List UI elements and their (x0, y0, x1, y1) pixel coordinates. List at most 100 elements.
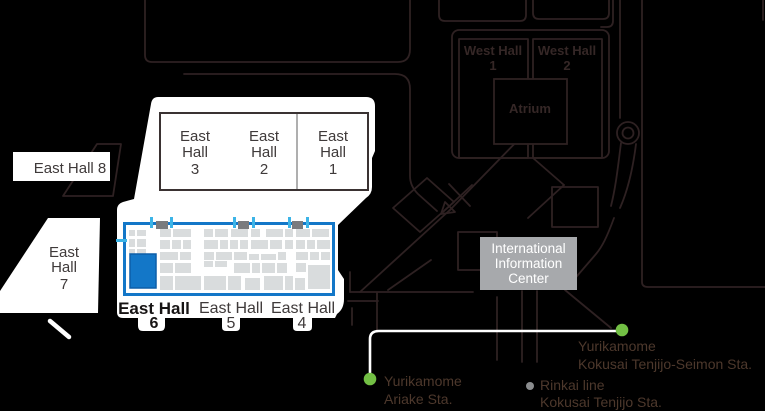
info-center-label: International (491, 241, 565, 256)
east-hall-6-number: 6 (150, 315, 159, 332)
entrance-block (156, 221, 168, 229)
ariake-station-label: Yurikamome (384, 373, 462, 389)
east-hall-5-number: 5 (227, 315, 236, 332)
entrance-block (292, 221, 303, 229)
west-halls-block: West Hall 1 West Hall 2 Atrium (451, 29, 610, 159)
booth (285, 276, 293, 290)
booth (160, 276, 173, 290)
booth (215, 261, 227, 267)
east-hall-7-number: 7 (60, 276, 68, 293)
booth (204, 276, 226, 290)
east-hall-4-number: 4 (298, 315, 307, 332)
roundabout-inner (621, 126, 635, 140)
booth (296, 252, 308, 260)
booth (264, 276, 283, 290)
booth (137, 249, 146, 254)
booth (228, 276, 241, 290)
westblock-v1 (532, 157, 565, 186)
seimon-station-marker (615, 323, 629, 337)
booth (321, 252, 330, 260)
loop-continue (564, 217, 615, 329)
loop-right (619, 143, 637, 209)
booth (137, 239, 146, 247)
east-hall-8: East Hall 8 (13, 152, 110, 181)
mesh-diagonal-2 (387, 259, 432, 291)
booth (234, 252, 247, 260)
rinkai-station-label: Kokusai Tenjijo Sta. (540, 394, 662, 410)
booth (285, 229, 293, 237)
booth (240, 240, 248, 249)
entrance-tick (170, 217, 173, 228)
east-hall-3-number: 3 (191, 161, 199, 178)
roundabout-outer (616, 121, 640, 145)
loop-left (610, 142, 622, 207)
booth (296, 263, 306, 272)
booth (129, 249, 135, 254)
booth (173, 229, 191, 237)
east-hall-8-plate (13, 152, 110, 181)
booth (285, 240, 293, 249)
booth (183, 240, 191, 249)
mesh-x-b (448, 183, 471, 207)
road-mid-left (183, 73, 438, 212)
booth (216, 252, 232, 260)
road-right-edge (641, 0, 765, 288)
booth (308, 265, 330, 289)
east-halls-1-3-outline (159, 112, 369, 191)
mesh-x-a (442, 184, 473, 213)
west-hall-2-number: 2 (563, 58, 570, 73)
road-top-u1 (438, 0, 527, 22)
entrance-tick (288, 217, 291, 228)
booth (160, 229, 171, 237)
east-halls-1-3-box: East Hall 3 East Hall 2 East Hall 1 (159, 112, 369, 191)
east-hall-5-label: East Hall (199, 300, 263, 317)
east-hall-3-label: Hall (182, 144, 208, 161)
road-network (144, 0, 765, 363)
mesh-diagonal-1 (359, 207, 453, 293)
yurikamome-line (363, 323, 629, 390)
booth (230, 240, 238, 249)
booth (137, 230, 146, 236)
entrance-tick (233, 217, 236, 228)
railway-line (368, 329, 624, 380)
booth (204, 229, 213, 237)
booth (261, 254, 276, 260)
booth (317, 240, 330, 249)
floorplan-entrance-ticks (116, 217, 309, 242)
booth (204, 261, 213, 267)
booth (266, 229, 283, 237)
east-hall-1-label: Hall (320, 144, 346, 161)
booth (262, 263, 275, 273)
booth (180, 252, 191, 260)
ariake-station-marker (363, 372, 377, 386)
seimon-station-label: Yurikamome (578, 338, 656, 354)
booth (295, 278, 305, 290)
westblock-diagonal (446, 132, 526, 214)
booth (277, 263, 287, 273)
rinkai-station-label: Rinkai line (540, 377, 605, 393)
booth (307, 240, 315, 249)
booth (296, 240, 305, 249)
west-hall-1-label: West Hall (464, 43, 522, 58)
east-hall-1-label: East (318, 128, 349, 145)
east-hall-2-label: Hall (251, 144, 277, 161)
booth (296, 229, 310, 237)
east-hall-6-label: East Hall (118, 299, 190, 318)
road-613 (600, 0, 614, 28)
booth (270, 240, 282, 249)
ariake-station-label: Ariake Sta. (384, 391, 452, 407)
international-information-center: International Information Center (480, 237, 577, 290)
booth (175, 276, 201, 290)
booth (160, 240, 170, 249)
east-hall-2-label: East (249, 128, 280, 145)
atrium-outline (493, 78, 568, 145)
floorplan-booths (129, 229, 330, 290)
east-hall-4-label: East Hall (271, 300, 335, 317)
booth (251, 240, 268, 249)
booth (249, 254, 259, 260)
road-square-2 (551, 186, 599, 228)
westblock-v2 (527, 184, 565, 219)
bottom-hall-labels: East Hall 6 East Hall 5 East Hall 4 (118, 299, 335, 332)
east-hall-3-label: East (180, 128, 211, 145)
